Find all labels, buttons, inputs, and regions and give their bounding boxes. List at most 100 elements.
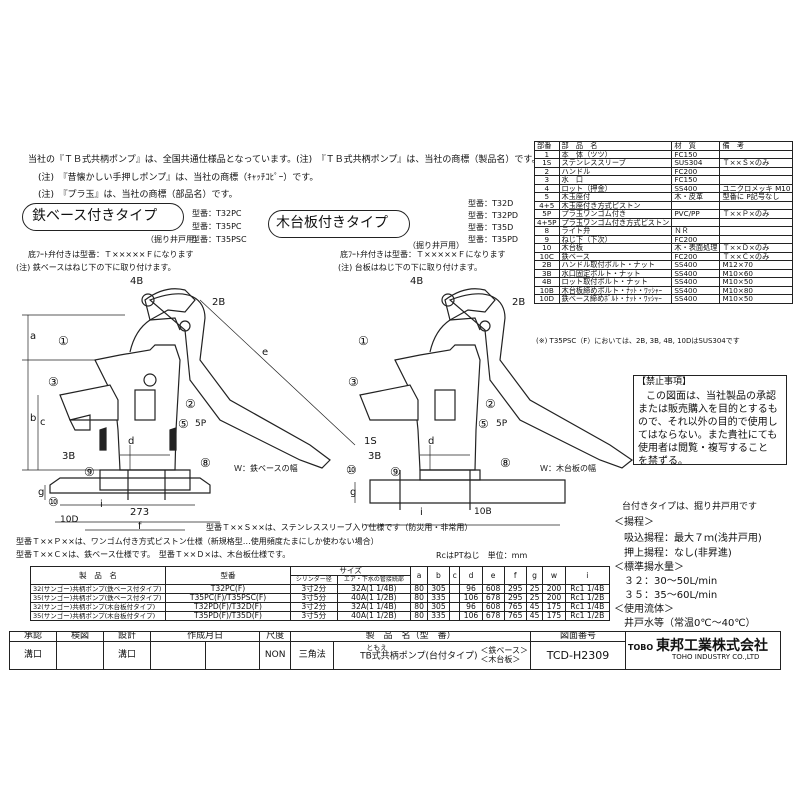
part-remarks: M10×50	[719, 294, 794, 304]
spec-header-cylinder: シリンダー径	[290, 575, 338, 585]
part-remarks	[719, 166, 794, 176]
title-product-cell: ともえ TB式共柄ポンプ(台付タイプ) ＜鉄ベース＞ ＜木台板＞	[333, 641, 531, 670]
part-name: 鉄ベース締めﾎﾞﾙﾄ・ﾅｯﾄ・ﾜｯｼｬｰ	[558, 294, 673, 304]
part-name: 鉄ベース	[558, 251, 673, 261]
title-scale: NON	[259, 641, 292, 670]
spec-product: 35(サンゴー)共柄ポンプ(鉄ベース付タイプ)	[30, 593, 166, 603]
product-variant-1: ＜鉄ベース＞	[480, 645, 528, 655]
part-material: PVC/PP	[671, 209, 721, 219]
spec-i: Rc1 1/2B	[564, 611, 611, 621]
spec-cylinder: 3寸2分	[290, 584, 338, 594]
part-name: プラ玉ワンゴム付き	[558, 209, 673, 219]
spec-i: Rc1 1/2B	[564, 593, 611, 603]
model-note-2: 型番Ｔ××Ｐ××は、ワンゴム付き方式ピストン仕様（新規格型…使用頻度たまにしか使…	[16, 537, 379, 546]
spec-e: 678	[481, 593, 505, 603]
callout-1S: 1S	[364, 436, 377, 447]
part-no: 10B	[534, 285, 560, 295]
part-name: 木台板	[558, 243, 673, 253]
prohibition-line-3: ので、それ以外の目的で使用し	[638, 417, 778, 428]
spec-c	[448, 593, 461, 603]
right-model-2: 型番：T32PD	[468, 211, 519, 220]
callout-2B-right: 2B	[512, 297, 526, 308]
right-model-4: 型番：T35PD	[468, 235, 519, 244]
part-material: 木・表面処理	[671, 243, 721, 253]
part-material	[671, 200, 721, 210]
part-no: 1S	[534, 158, 560, 168]
dim-d-left: d	[128, 436, 135, 447]
right-width-label: Ｗ：木台板の幅	[540, 464, 596, 473]
title-value-row: 溝口 溝口 NON 三角法 ともえ TB式共柄ポンプ(台付タイプ) ＜鉄ベース＞…	[9, 641, 781, 670]
left-model-1: 型番：T32PC	[192, 209, 242, 218]
spec-header-row-1: 製 品 名 型番 サイズ a b c d e f g w i	[30, 566, 611, 585]
spec-lift-title: ＜揚程＞	[614, 517, 654, 528]
spec-a: 80	[410, 584, 428, 594]
part-no: 4+5P	[534, 217, 560, 227]
dim-a-left: a	[30, 331, 37, 342]
part-no: 1	[534, 149, 560, 159]
part-name: プラ玉ワンゴム付き方式ピストン	[558, 217, 673, 227]
part-material: SS400	[671, 268, 721, 278]
spec-g: 45	[525, 602, 544, 612]
spec-e: 678	[481, 611, 505, 621]
title-h-drawing-no: 図面番号	[530, 631, 626, 642]
part-material: SS400	[671, 183, 721, 193]
part-material: SS400	[671, 260, 721, 270]
spec-w: 175	[542, 602, 566, 612]
title-company-cell: TOBO 東邦工業株式会社 TOHO INDUSTRY CO.,LTD	[625, 631, 781, 670]
part-material: FC150	[671, 175, 721, 185]
part-no: 2	[534, 166, 560, 176]
callout-1-right: ①	[358, 334, 369, 348]
callout-1-left: ①	[58, 334, 69, 348]
spec-model: T32PC(F)	[165, 584, 291, 594]
spec-e: 608	[481, 602, 505, 612]
callout-3B-left: 3B	[62, 451, 76, 462]
callout-5-left: ⑤	[178, 417, 189, 431]
part-material: FC200	[671, 166, 721, 176]
left-model-3: 型番：T35PSC	[192, 235, 247, 244]
left-model-2: 型番：T35PC	[192, 222, 242, 231]
parts-header-name: 部 品 名	[558, 141, 673, 151]
prohibition-line-4: てはならない。また貴社にても	[638, 430, 778, 441]
callout-8-right: ⑧	[500, 456, 511, 470]
part-no: 4+5	[534, 200, 560, 210]
part-name: 水 口	[558, 175, 673, 185]
spec-header-g: g	[525, 566, 544, 585]
part-material: FC150	[671, 149, 721, 159]
spec-header-f: f	[503, 566, 527, 585]
part-material: SS400	[671, 294, 721, 304]
spec-model: T32PD(F)/T32D(F)	[165, 602, 291, 612]
part-remarks: ユニクロメッキ M10	[719, 183, 794, 193]
spec-g: 25	[525, 584, 544, 594]
spec-lift-2: 押上揚程：なし(非昇進)	[624, 548, 732, 559]
spec-header-c: c	[448, 566, 461, 585]
right-model-3: 型番：T35D	[468, 223, 514, 232]
spec-g: 25	[525, 593, 544, 603]
part-no: 9	[534, 234, 560, 244]
callout-2B-left: 2B	[212, 297, 226, 308]
spec-header-pipe: エア・下水の管接続部	[336, 575, 412, 585]
company-name: 東邦工業株式会社	[656, 638, 769, 654]
product-variants: ＜鉄ベース＞ ＜木台板＞	[480, 645, 528, 665]
spec-c	[448, 611, 461, 621]
title-h-date: 作成月日	[149, 631, 261, 642]
part-no: 4	[534, 183, 560, 193]
spec-f: 765	[503, 611, 527, 621]
title-designer: 溝口	[103, 641, 151, 670]
part-no: 5P	[534, 209, 560, 219]
part-remarks: Ｔ××Ｓ×のみ	[719, 158, 794, 168]
spec-header-b: b	[426, 566, 451, 585]
